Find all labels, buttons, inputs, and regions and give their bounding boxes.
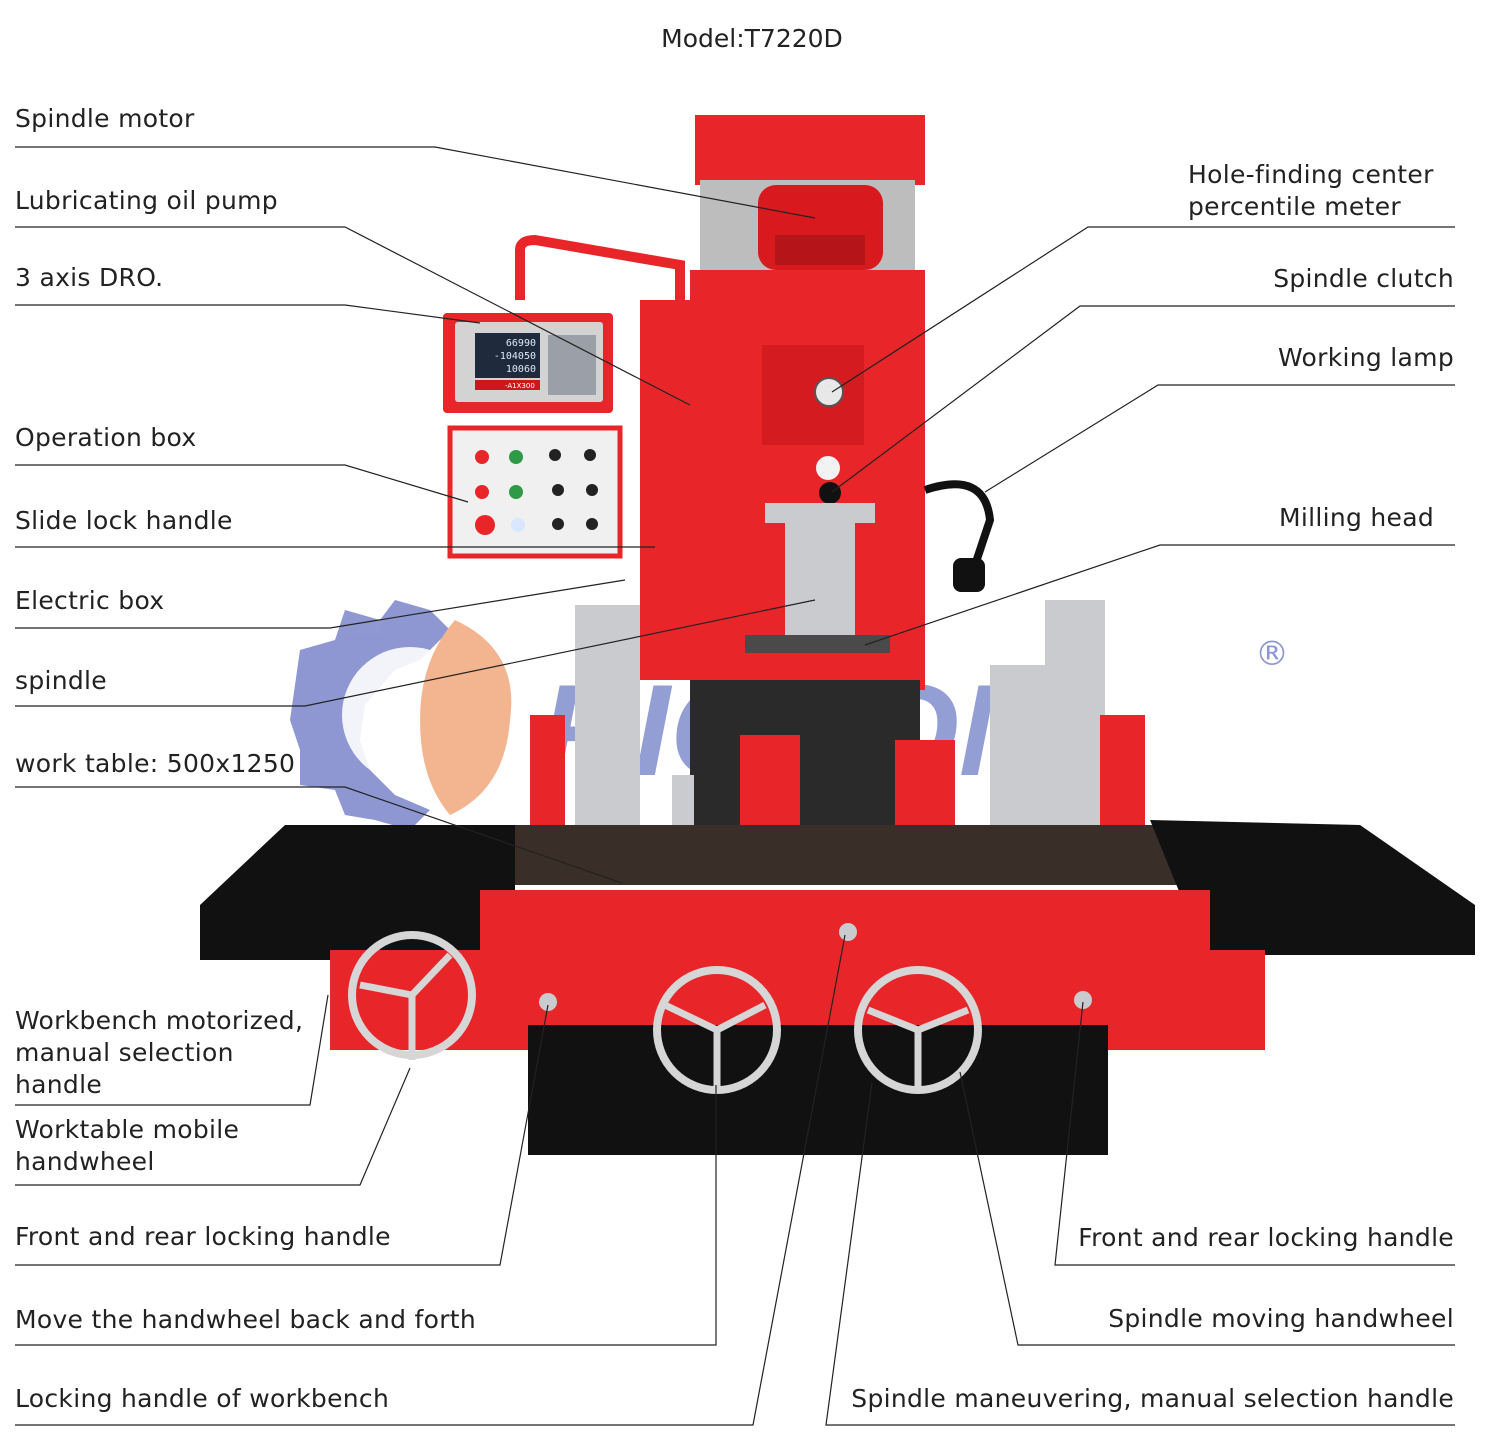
head-front-panel <box>762 345 864 445</box>
label-slide-lock-handle: Slide lock handle <box>15 506 233 535</box>
label-spindle-maneuvering-handle: Spindle maneuvering, manual selection ha… <box>851 1384 1454 1413</box>
dro-readout-z: 10060 <box>506 364 536 375</box>
spindle-part <box>785 520 855 640</box>
column-top <box>695 115 925 185</box>
leader-spindle <box>15 599 816 707</box>
lower-body <box>690 680 920 830</box>
logo-accent-shape <box>420 620 512 815</box>
leader-operation-box <box>15 464 469 503</box>
leader-spindle-motor <box>15 146 816 219</box>
leader-front-rear-left <box>15 1004 549 1266</box>
lamp-head <box>953 558 985 592</box>
leader-workbench-locking <box>15 934 846 1426</box>
label-working-lamp: Working lamp <box>1278 343 1454 372</box>
table-saddle <box>480 890 1210 955</box>
base-bottom <box>528 1025 1108 1155</box>
working-lamp-part <box>923 480 995 567</box>
dro-support-arm <box>515 234 685 300</box>
label-dro: 3 axis DRO. <box>15 263 164 292</box>
label-front-rear-locking-left: Front and rear locking handle <box>15 1222 391 1251</box>
leader-electric-box <box>15 579 626 629</box>
leader-milling-head <box>864 544 1455 646</box>
table-left-wing <box>200 825 515 960</box>
label-worktable-handwheel: Worktable mobile handwheel <box>15 1115 240 1176</box>
move-handwheel-part <box>653 966 781 1094</box>
label-operation-box: Operation box <box>15 423 197 452</box>
spindle-moving-handwheel-part <box>854 966 982 1094</box>
table-right-wing <box>1150 820 1475 955</box>
label-move-handwheel: Move the handwheel back and forth <box>15 1305 477 1334</box>
dro-readout-y: -104050 <box>494 351 536 362</box>
leader-hole-finding <box>831 226 1455 393</box>
spindle-motor-part <box>758 185 883 270</box>
right-lock-knob <box>1074 991 1092 1009</box>
label-spindle: spindle <box>15 666 107 695</box>
right-fixture-column <box>1045 600 1105 840</box>
worktable-handwheel-part <box>348 931 476 1060</box>
left-lock-knob <box>539 993 557 1011</box>
dro-readout-x: 66990 <box>506 338 536 349</box>
leader-lines <box>15 146 1455 1426</box>
milling-head-part <box>745 635 890 653</box>
leader-workbench-selection <box>15 994 329 1106</box>
leader-spindle-clutch <box>831 305 1455 493</box>
label-spindle-motor: Spindle motor <box>15 104 195 133</box>
leader-worktable-handwheel <box>15 1067 411 1186</box>
leader-work-table <box>15 786 623 884</box>
label-milling-head: Milling head <box>1278 503 1434 532</box>
model-title: Model:T7220D <box>661 24 843 53</box>
dro-unit: 66990 -104050 10060 -A1X300 <box>443 313 613 413</box>
registered-mark: ® <box>1255 634 1289 674</box>
leader-spindle-moving <box>959 1071 1455 1346</box>
operation-box-part <box>447 425 623 559</box>
label-workbench-locking-handle: Locking handle of workbench <box>15 1384 390 1413</box>
work-table-top <box>490 825 1190 885</box>
electric-box-part <box>640 300 690 680</box>
dro-model-label: -A1X300 <box>505 382 535 390</box>
leader-lubricating-oil-pump <box>15 226 691 406</box>
percentile-meter-dial <box>814 377 844 407</box>
label-spindle-moving-handwheel: Spindle moving handwheel <box>1108 1304 1454 1333</box>
leader-front-rear-right <box>1054 1001 1455 1266</box>
label-workbench-selection-handle: Workbench motorized, manual selection ha… <box>15 1006 304 1099</box>
spindle-clutch-knob <box>816 456 840 480</box>
clutch-handle <box>819 482 841 504</box>
left-fixture-column <box>575 605 640 845</box>
leader-dro <box>15 304 481 324</box>
leader-working-lamp <box>984 384 1455 493</box>
label-hole-finding-meter: Hole-finding center percentile meter <box>1188 160 1434 221</box>
emergency-stop-button <box>475 515 495 535</box>
label-spindle-clutch: Spindle clutch <box>1273 264 1454 293</box>
label-work-table: work table: 500x1250 <box>15 749 296 778</box>
workbench-lock-knob <box>839 923 857 941</box>
label-lubricating-oil-pump: Lubricating oil pump <box>15 186 278 215</box>
label-electric-box: Electric box <box>15 586 165 615</box>
leader-move-handwheel <box>15 1085 717 1346</box>
spindle-housing <box>765 503 875 523</box>
leader-spindle-maneuvering <box>825 1082 1455 1426</box>
label-front-rear-locking-right: Front and rear locking handle <box>1078 1223 1454 1252</box>
